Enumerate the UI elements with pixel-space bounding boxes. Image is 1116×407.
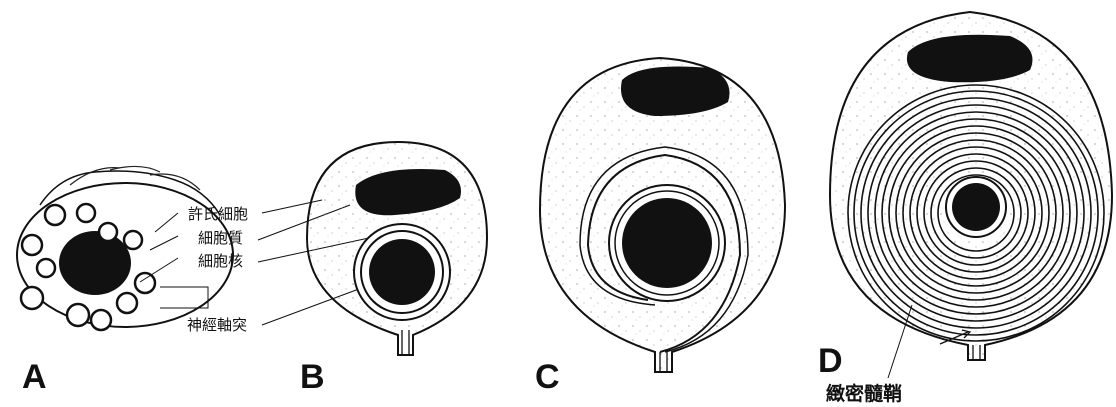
- label-cytoplasm: 細胞質: [198, 229, 243, 247]
- panel-c: C: [535, 58, 785, 396]
- panel-letter-d: D: [818, 342, 843, 380]
- panel-d: D 緻密髓鞘: [818, 12, 1112, 405]
- panel-a: A: [17, 166, 233, 396]
- axon-b: [369, 239, 435, 305]
- panel-b: B: [300, 142, 487, 396]
- nucleus-c: [621, 67, 730, 117]
- panel-letter-c: C: [535, 358, 560, 396]
- axon-d: [952, 183, 1000, 231]
- label-schwann-cell: 許氏細胞: [188, 205, 248, 223]
- label-nucleus: 細胞核: [198, 252, 243, 270]
- panel-letter-b: B: [300, 358, 325, 396]
- label-compact-myelin: 緻密髓鞘: [826, 382, 902, 405]
- nucleus-d: [907, 35, 1033, 83]
- axon-c: [622, 198, 712, 288]
- label-axon: 神經軸突: [187, 316, 247, 334]
- schwann-nucleus-a: [59, 231, 131, 295]
- panel-letter-a: A: [22, 358, 47, 396]
